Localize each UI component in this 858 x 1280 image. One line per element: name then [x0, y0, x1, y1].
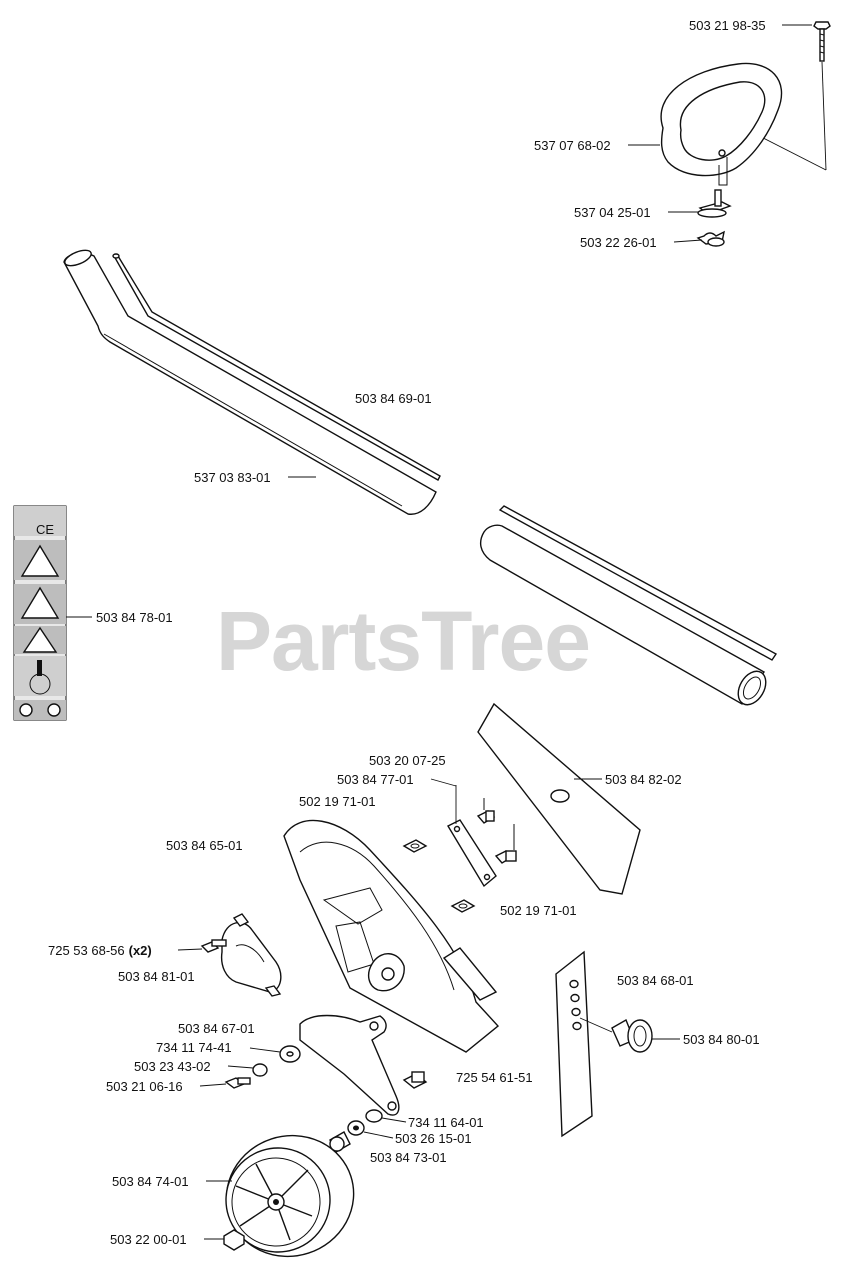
- clamp-503-84-81-01: [220, 913, 282, 997]
- nut-square-a: [402, 839, 428, 853]
- inner-shaft-503-84-69-01: [112, 253, 441, 481]
- label-503-20-07-25: 503 20 07-25: [369, 753, 446, 768]
- label-503-26-15-01: 503 26 15-01: [395, 1131, 472, 1146]
- washer-734-11-74-41: [279, 1045, 301, 1063]
- label-503-84-73-01: 503 84 73-01: [370, 1150, 447, 1165]
- wing-nut-503-22-26-01: [696, 230, 725, 247]
- nut-square-b: [450, 899, 476, 913]
- part-number: 725 53 68-56: [48, 943, 125, 958]
- clamp-537-04-25-01: [697, 189, 732, 218]
- wheel-arm-503-84-67-01: [299, 1014, 400, 1116]
- bolt-502-19-71-01: [494, 824, 517, 864]
- label-503-21-06-16: 503 21 06-16: [106, 1079, 183, 1094]
- label-503-84-77-01: 503 84 77-01: [337, 772, 414, 787]
- label-503-84-81-01: 503 84 81-01: [118, 969, 195, 984]
- label-725-53-68-56: 725 53 68-56 (x2): [48, 943, 152, 958]
- label-503-84-67-01: 503 84 67-01: [178, 1021, 255, 1036]
- label-537-07-68-02: 537 07 68-02: [534, 138, 611, 153]
- label-502-19-71-01-top: 502 19 71-01: [299, 794, 376, 809]
- label-503-84-80-01: 503 84 80-01: [683, 1032, 760, 1047]
- quantity-note: (x2): [129, 943, 152, 958]
- bushing-503-84-73-01: [329, 1131, 351, 1153]
- label-502-19-71-01-bottom: 502 19 71-01: [500, 903, 577, 918]
- wheel-503-84-74-01: [225, 1134, 355, 1258]
- decal-ce-mark: CE: [36, 522, 54, 537]
- label-537-04-25-01: 537 04 25-01: [574, 205, 651, 220]
- knob-503-84-80-01: [611, 1018, 653, 1053]
- loop-handle-537-07-68-02: [660, 62, 783, 186]
- edger-blade-503-84-82-02: [477, 702, 641, 895]
- label-503-22-00-01: 503 22 00-01: [110, 1232, 187, 1247]
- lower-tube: [479, 524, 767, 706]
- label-503-84-78-01: 503 84 78-01: [96, 610, 173, 625]
- spacer-503-23-43-02: [252, 1063, 268, 1077]
- label-503-84-74-01: 503 84 74-01: [112, 1174, 189, 1189]
- label-734-11-74-41: 734 11 74-41: [156, 1040, 232, 1055]
- label-537-03-83-01: 537 03 83-01: [194, 470, 271, 485]
- label-503-84-82-02: 503 84 82-02: [605, 772, 682, 787]
- bearing-503-26-15-01: [347, 1120, 365, 1136]
- label-503-23-43-02: 503 23 43-02: [134, 1059, 211, 1074]
- washer-734-11-64-01: [365, 1109, 383, 1123]
- upper-tube-537-03-83-01: [63, 249, 437, 515]
- label-503-22-26-01: 503 22 26-01: [580, 235, 657, 250]
- label-503-84-65-01: 503 84 65-01: [166, 838, 243, 853]
- nut-503-22-00-01: [223, 1229, 245, 1251]
- bolt-503-21-06-16: [224, 1077, 251, 1089]
- label-503-21-98-35: 503 21 98-35: [689, 18, 766, 33]
- blade-bracket-503-84-77-01: [447, 819, 497, 888]
- decal-sheet-503-84-78-01: CE: [13, 505, 67, 721]
- bolt-503-21-98-35: [813, 21, 831, 62]
- label-725-54-61-51: 725 54 61-51: [456, 1070, 533, 1085]
- label-734-11-64-01: 734 11 64-01: [408, 1115, 484, 1130]
- arm-bolt: [402, 1071, 428, 1089]
- depth-plate-503-84-68-01: [555, 950, 593, 1138]
- screw-725-53-68-56: [200, 939, 227, 953]
- lower-inner-shaft: [498, 505, 778, 661]
- blade-guard-503-84-65-01: [283, 819, 500, 1053]
- bolt-503-20-07-25: [476, 798, 496, 824]
- label-503-84-69-01: 503 84 69-01: [355, 391, 432, 406]
- label-503-84-68-01: 503 84 68-01: [617, 973, 694, 988]
- watermark: PartsTree: [216, 594, 590, 688]
